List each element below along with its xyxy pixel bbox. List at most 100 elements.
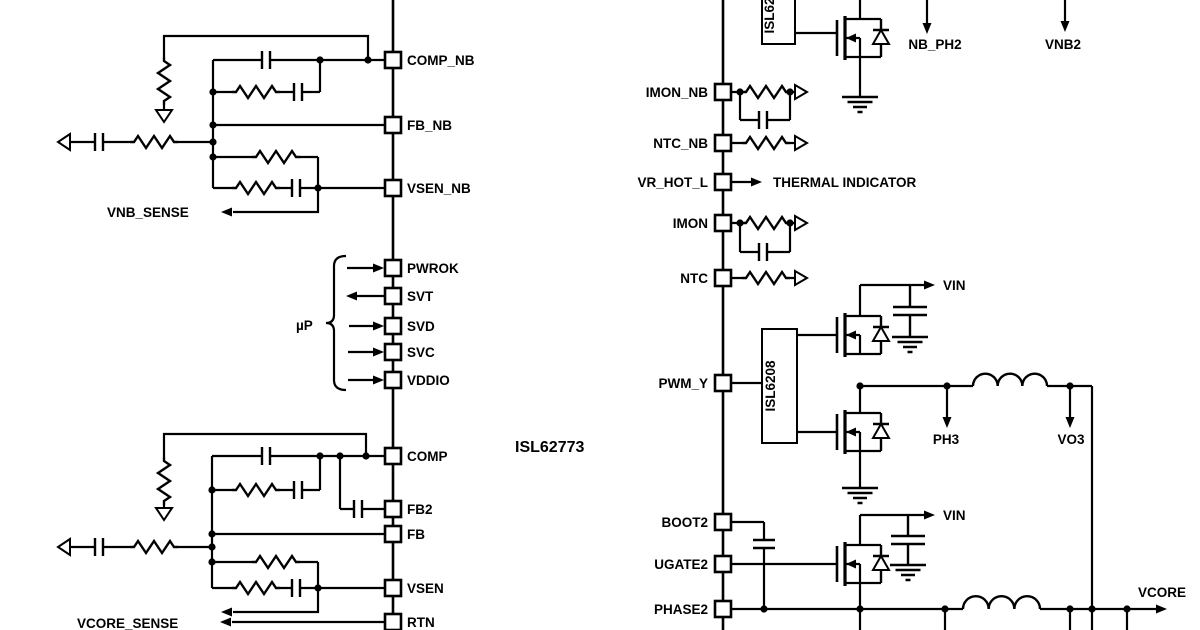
- phase2-stage: VIN VCORE: [731, 508, 1186, 630]
- wire: [858, 283, 925, 316]
- junction-dot: [208, 543, 216, 551]
- pin-label-rtn: RTN: [407, 615, 435, 630]
- pin-comp: [383, 446, 403, 466]
- capacitor: [290, 179, 302, 197]
- pin-label-vddio: VDDIO: [407, 373, 450, 388]
- pin-vr-hot-l: [713, 172, 733, 192]
- wire: [212, 560, 320, 588]
- pin-label-svd: SVD: [407, 319, 435, 334]
- pin-boot2: [713, 512, 733, 532]
- net-label-micro: µP: [296, 318, 313, 333]
- wire: [858, 609, 1129, 630]
- junction-dot: [314, 184, 322, 192]
- monitor-networks: THERMAL INDICATOR: [731, 84, 916, 286]
- pin-label-pwrok: PWROK: [407, 261, 459, 276]
- pin-label-imon-nb: IMON_NB: [646, 85, 709, 100]
- wire: [212, 456, 322, 492]
- junction-dot: [856, 605, 864, 613]
- junction-dot: [208, 530, 216, 538]
- capacitor: [757, 243, 769, 261]
- pin-pwrok: [383, 258, 403, 278]
- junction-dot: [1066, 605, 1074, 613]
- pwm-y-phase-stage: ISL6208 VIN PH3 VO3: [731, 278, 1094, 609]
- wire: [797, 333, 837, 434]
- net-label-vcore: VCORE: [1138, 585, 1186, 600]
- junction-dot: [941, 605, 949, 613]
- junction-dot: [208, 486, 216, 494]
- pin-label-ntc: NTC: [680, 271, 708, 286]
- pin-label-svc: SVC: [407, 345, 435, 360]
- junction-dot: [314, 584, 322, 592]
- capacitor: [292, 83, 304, 101]
- pin-vsen-nb: [383, 178, 403, 198]
- pin-label-vr-hot-l: VR_HOT_L: [637, 175, 708, 190]
- capacitor: [260, 447, 272, 465]
- junction-dot: [208, 558, 216, 566]
- pin-ugate2: [713, 554, 733, 574]
- pin-svc: [383, 342, 403, 362]
- pin-imon: [713, 213, 733, 233]
- pin-ntc: [713, 268, 733, 288]
- net-label-vin-bottom: VIN: [943, 508, 966, 523]
- junction-dot: [209, 121, 217, 129]
- capacitor: [292, 481, 304, 499]
- driver-ic-box: [761, 328, 798, 444]
- pin-label-fb: FB: [407, 527, 425, 542]
- wire: [738, 92, 792, 122]
- pin-ntc-nb: [713, 133, 733, 153]
- capacitor: [290, 579, 302, 597]
- inductor: [971, 372, 1049, 387]
- brace: [325, 254, 347, 392]
- pin-comp-nb: [383, 50, 403, 70]
- pin-label-boot2: BOOT2: [661, 515, 708, 530]
- net-label-vnb2: VNB2: [1045, 37, 1081, 52]
- nb-phase-stage: ISL6208 NB_PH2 VNB2: [761, 0, 1081, 114]
- wire: [233, 588, 320, 614]
- pin-phase2: [713, 599, 733, 619]
- wire: [213, 60, 322, 94]
- pin-label-svt: SVT: [407, 289, 434, 304]
- junction-dot: [760, 605, 768, 613]
- pin-label-vsen: VSEN: [407, 581, 444, 596]
- junction-dot: [209, 88, 217, 96]
- driver-ic-box-nb: [761, 0, 796, 45]
- main-ic-label: ISL62773: [515, 439, 584, 456]
- pin-label-ntc-nb: NTC_NB: [653, 136, 708, 151]
- pin-label-imon: IMON: [673, 216, 708, 231]
- junction-dot: [856, 382, 864, 390]
- driver-ic-label: ISL6208: [763, 360, 778, 412]
- pin-label-comp-nb: COMP_NB: [407, 53, 475, 68]
- wire: [731, 520, 766, 540]
- net-label-ph3: PH3: [933, 432, 960, 447]
- capacitor: [93, 538, 105, 556]
- isl62773-left-edge: COMP_NB FB_NB VSEN_NB PWROK SVT SVD SVC …: [383, 0, 475, 630]
- junction-dot: [736, 219, 744, 227]
- wire: [213, 155, 320, 188]
- junction-dot: [209, 153, 217, 161]
- micro-interface: µP: [296, 254, 385, 392]
- pin-fb-nb: [383, 115, 403, 135]
- comp-nb-network: VNB_SENSE: [57, 34, 385, 220]
- pin-fb2: [383, 499, 403, 519]
- wire: [858, 513, 925, 545]
- junction-dot: [786, 219, 794, 227]
- pin-label-phase2: PHASE2: [654, 602, 708, 617]
- pin-pwm-y: [713, 373, 733, 393]
- net-label-nb-ph2: NB_PH2: [908, 37, 961, 52]
- net-label-vnb-sense: VNB_SENSE: [107, 205, 189, 220]
- wire: [338, 456, 385, 511]
- pin-vddio: [383, 370, 403, 390]
- wire: [162, 34, 370, 60]
- comp-network: VCORE_SENSE: [57, 432, 385, 630]
- net-label-thermal: THERMAL INDICATOR: [773, 175, 916, 190]
- pin-svt: [383, 286, 403, 306]
- junction-dot: [1088, 605, 1096, 613]
- capacitor: [93, 133, 105, 151]
- pin-label-pwm-y: PWM_Y: [658, 376, 708, 391]
- junction-dot: [316, 452, 324, 460]
- junction-dot: [1123, 605, 1131, 613]
- wire: [233, 188, 320, 214]
